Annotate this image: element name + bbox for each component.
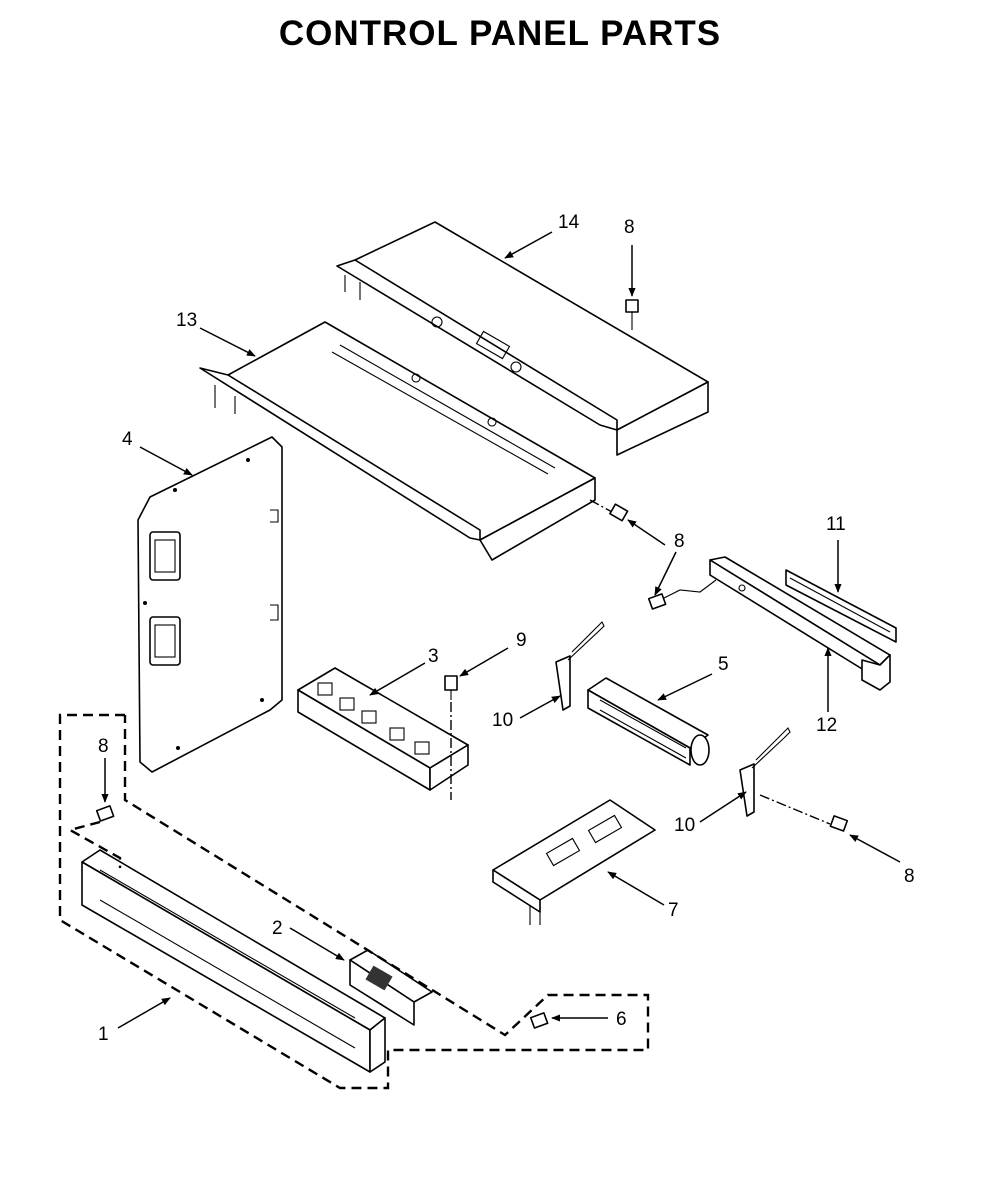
callout-7: 7	[668, 900, 679, 921]
part-4-rear-panel	[137, 436, 283, 773]
part-8-screw-top	[625, 299, 639, 330]
part-7-mounting-frame	[492, 799, 656, 925]
part-3-control-board	[297, 667, 469, 791]
callout-14: 14	[558, 212, 580, 233]
part-1-front-panel	[81, 849, 386, 1073]
part-2-display-board	[349, 949, 433, 1026]
part-9-screw	[444, 675, 458, 800]
callout-9: 9	[516, 630, 527, 651]
callout-8-left: 8	[98, 736, 109, 757]
callout-10-right: 10	[674, 815, 695, 836]
part-12-bracket-rail	[709, 556, 891, 691]
callout-8-mid: 8	[674, 531, 685, 552]
callout-10-left: 10	[492, 710, 513, 731]
part-8-screw-right	[759, 794, 849, 832]
callout-4: 4	[122, 429, 133, 450]
callout-3: 3	[428, 646, 439, 667]
callout-1: 1	[98, 1024, 109, 1045]
part-10-left-bracket	[555, 621, 605, 711]
part-8-screw-mid	[589, 499, 629, 522]
callout-6: 6	[616, 1009, 627, 1030]
callout-8-right: 8	[904, 866, 915, 887]
callout-11: 11	[826, 514, 846, 535]
part-13-middle-cover	[199, 321, 596, 561]
leader-lines	[101, 231, 901, 1029]
callout-8-top: 8	[624, 217, 635, 238]
part-8-screw-left	[95, 805, 115, 822]
page-title: CONTROL PANEL PARTS	[278, 14, 722, 53]
part-10-right-bracket	[739, 727, 791, 817]
callout-12: 12	[816, 715, 837, 736]
callout-5: 5	[718, 654, 729, 675]
part-6-screw	[529, 1012, 549, 1029]
callout-2: 2	[272, 918, 283, 939]
part-5-cooling-fan	[587, 677, 710, 766]
callout-13: 13	[176, 310, 197, 331]
part-8-screw-wire	[647, 579, 717, 610]
part-14-top-cover	[336, 221, 709, 456]
part-11-strip	[785, 569, 897, 643]
